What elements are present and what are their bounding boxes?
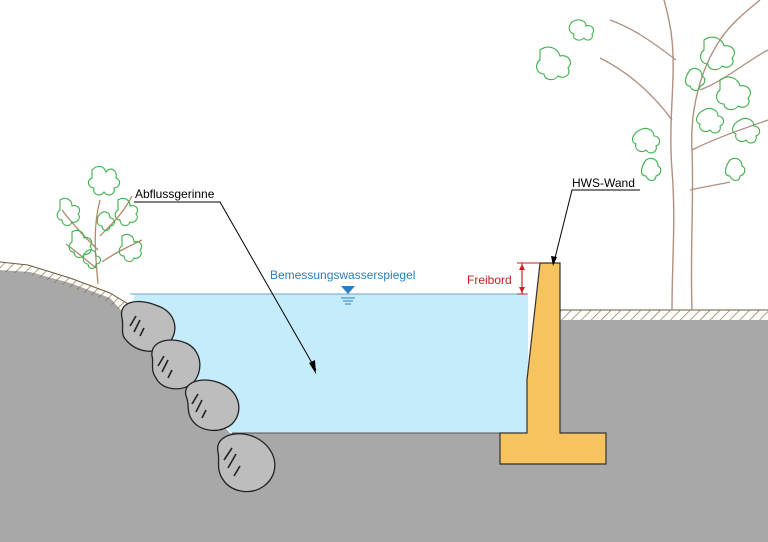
right-bank-topsoil — [560, 310, 768, 320]
left-bank-topsoil — [0, 262, 135, 314]
channel-leader-line — [134, 201, 317, 371]
triangle-down-water-level-icon — [341, 286, 355, 305]
freeboard-dimension — [517, 262, 540, 295]
riprap-rocks — [121, 300, 276, 493]
channel-leader-arrowhead — [309, 360, 316, 374]
flood-wall — [499, 262, 607, 465]
wall-leader-arrowhead — [551, 256, 557, 266]
rock — [121, 300, 176, 352]
design-water-level-label: Bemessungswasserspiegel — [270, 268, 415, 282]
shrub-left — [56, 165, 143, 285]
freeboard-label: Freibord — [467, 273, 512, 287]
rock — [185, 379, 240, 431]
flood-wall-label: HWS-Wand — [572, 176, 635, 190]
ground-body — [0, 270, 768, 542]
tree-right — [535, 0, 768, 311]
wall-leader-line — [553, 189, 640, 263]
rock — [217, 433, 276, 493]
channel-label: Abflussgerinne — [135, 187, 215, 201]
rock — [151, 339, 201, 390]
